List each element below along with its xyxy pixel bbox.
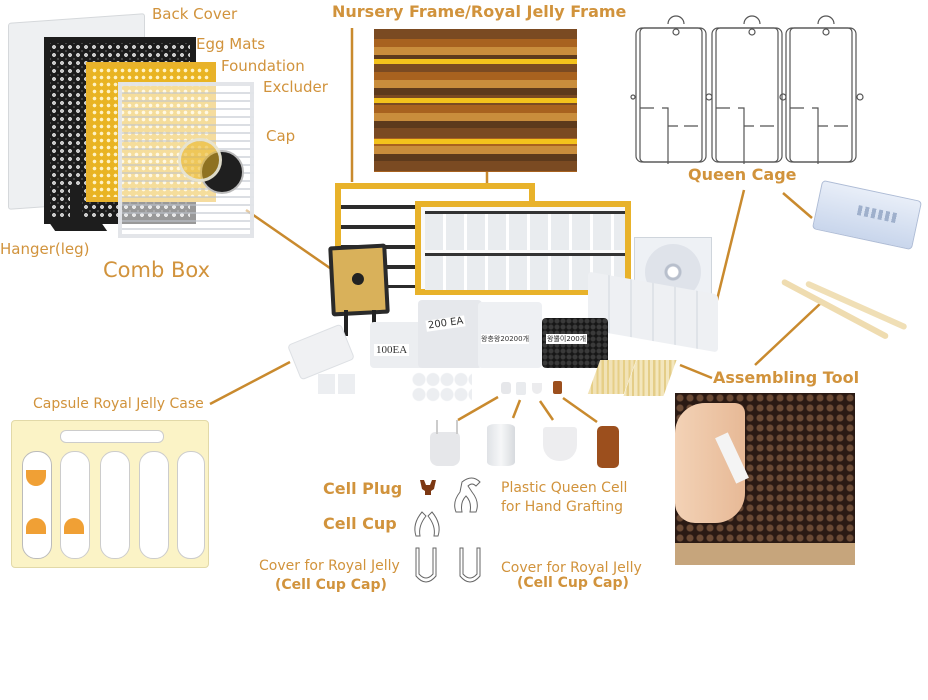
comb-box-badge (351, 272, 365, 286)
label-cell-plug: Cell Plug (323, 479, 403, 498)
case-slot (60, 430, 164, 443)
bag-label: 왕뿔이200개 (546, 334, 588, 344)
cell-cup-enlarged (487, 424, 515, 466)
frame-bar (374, 98, 577, 103)
bag-200ea: 200 EA (418, 300, 482, 368)
label-foundation: Foundation (221, 57, 305, 75)
queen-cage-product (811, 179, 923, 251)
nursery-frame-product (335, 183, 635, 295)
label-cap: Cap (266, 127, 296, 145)
queen-cells-photo (374, 29, 577, 172)
capsule-slot-5 (177, 451, 205, 559)
bag-label: 왕충왕20200개 (481, 334, 530, 344)
cell-cup-outline-icon (414, 511, 440, 537)
cage-holes (856, 205, 899, 224)
label-for-hand-grafting: for Hand Grafting (501, 499, 624, 515)
plastic-queen-cell-outline-icon (454, 477, 481, 513)
cover-right-outline-icon (459, 547, 481, 583)
piece-cover-small (532, 383, 542, 394)
capsule-slot-2 (60, 451, 90, 559)
cell-plug-enlarged (430, 432, 460, 466)
bag-korean-2-black: 왕뿔이200개 (542, 318, 608, 368)
capsule-slot-1 (22, 451, 52, 559)
capsule-slot-4 (139, 451, 169, 559)
assembling-tool-photo (675, 393, 855, 565)
brown-plug-enlarged (597, 426, 619, 468)
piece-cell-plug-small (501, 382, 511, 394)
queen-cage-drawings (630, 15, 864, 164)
cap-round-window (178, 138, 222, 182)
label-cell-cup-cap-right: (Cell Cup Cap) (517, 575, 629, 591)
nursery-frame-title: Nursery Frame/Royal Jelly Frame (332, 2, 627, 21)
cover-left-outline-icon (415, 547, 437, 583)
capsule-case-title: Capsule Royal Jelly Case (33, 396, 204, 412)
hanger-leg (70, 185, 82, 230)
cage-row (425, 211, 625, 250)
cover-enlarged (543, 427, 577, 461)
cell-plug-pins (436, 420, 458, 434)
bag-label: 200 EA (425, 315, 467, 332)
bag-korean-1: 왕충왕20200개 (478, 302, 542, 368)
comb-box-product (328, 243, 390, 317)
tray-edge (675, 543, 855, 565)
label-cover-right: Cover for Royal Jelly (501, 560, 642, 576)
label-hanger-leg: Hanger(leg) (0, 240, 90, 258)
capsule-fill (26, 518, 46, 534)
capsule-case-diagram (11, 420, 209, 568)
frame-bar (374, 139, 577, 144)
queen-cage-title: Queen Cage (688, 165, 797, 184)
label-cell-cup-cap-left: (Cell Cup Cap) (275, 577, 387, 593)
capsule-fill (26, 470, 46, 486)
comb-box-illustration (0, 0, 330, 290)
label-egg-mats: Egg Mats (196, 35, 266, 53)
label-excluder: Excluder (263, 78, 328, 96)
piece-cell-cup-small (516, 382, 526, 395)
piece-brown-small (553, 381, 562, 394)
assembling-tool-title: Assembling Tool (713, 368, 860, 387)
label-plastic-queen-cell: Plastic Queen Cell (501, 480, 628, 496)
cell-cups-cluster (412, 372, 472, 402)
capsule-slot-3 (100, 451, 130, 559)
cell-plug-brown-icon (420, 480, 436, 495)
bag-label: 100EA (374, 344, 410, 356)
label-cell-cup: Cell Cup (323, 514, 397, 533)
capsule-fill (64, 518, 84, 534)
bag-100ea: 100EA (370, 322, 424, 368)
hanger-foot (48, 222, 108, 231)
label-back-cover: Back Cover (152, 5, 238, 23)
frame-bar (374, 59, 577, 64)
capsule-pieces (318, 374, 358, 394)
label-cover-left: Cover for Royal Jelly (259, 558, 400, 574)
comb-box-title: Comb Box (103, 258, 211, 282)
outline-drawings (414, 477, 481, 583)
